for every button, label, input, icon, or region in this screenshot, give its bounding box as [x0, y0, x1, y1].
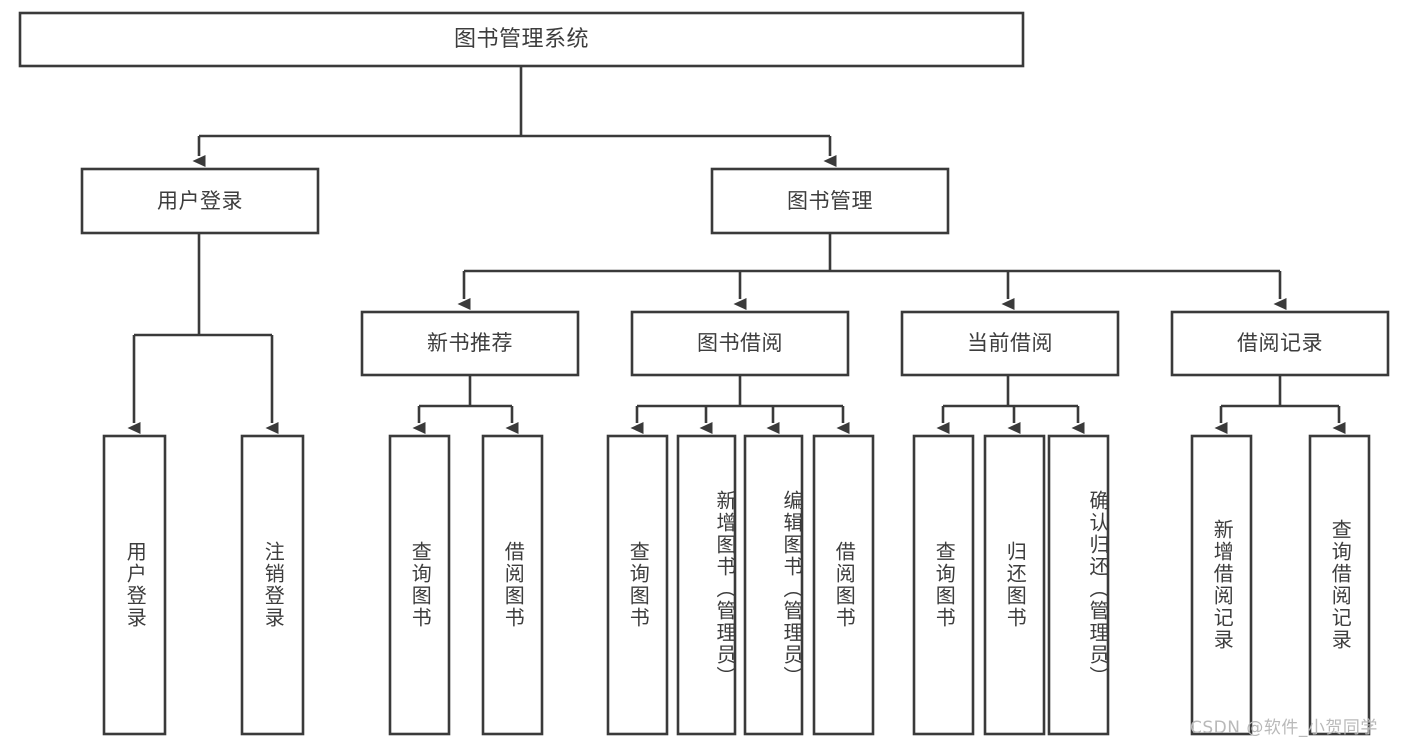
- node-box-leaf-add-book[interactable]: [676, 434, 737, 736]
- node-box-leaf-query-book-3[interactable]: [912, 434, 975, 736]
- node-box-root[interactable]: [18, 11, 1025, 68]
- node-box-leaf-borrow-book-2[interactable]: [812, 434, 875, 736]
- node-box-leaf-confirm-return[interactable]: [1047, 434, 1110, 736]
- node-box-current-borrow[interactable]: [900, 310, 1120, 377]
- node-box-leaf-user-login[interactable]: [102, 434, 167, 736]
- node-box-leaf-edit-book[interactable]: [743, 434, 804, 736]
- node-box-new-book-rec[interactable]: [360, 310, 580, 377]
- node-box-borrow-record[interactable]: [1170, 310, 1390, 377]
- node-box-leaf-query-book-2[interactable]: [606, 434, 669, 736]
- node-box-leaf-add-record[interactable]: [1190, 434, 1253, 736]
- csdn-watermark: CSDN @软件_小贺同学: [1190, 718, 1378, 738]
- node-box-leaf-return-book[interactable]: [983, 434, 1046, 736]
- node-box-book-manage[interactable]: [710, 167, 950, 235]
- node-box-leaf-logout[interactable]: [240, 434, 305, 736]
- node-box-user-login[interactable]: [80, 167, 320, 235]
- node-box-leaf-borrow-book-1[interactable]: [481, 434, 544, 736]
- node-box-book-borrow[interactable]: [630, 310, 850, 377]
- node-box-leaf-query-book-1[interactable]: [388, 434, 451, 736]
- node-box-leaf-query-record[interactable]: [1308, 434, 1371, 736]
